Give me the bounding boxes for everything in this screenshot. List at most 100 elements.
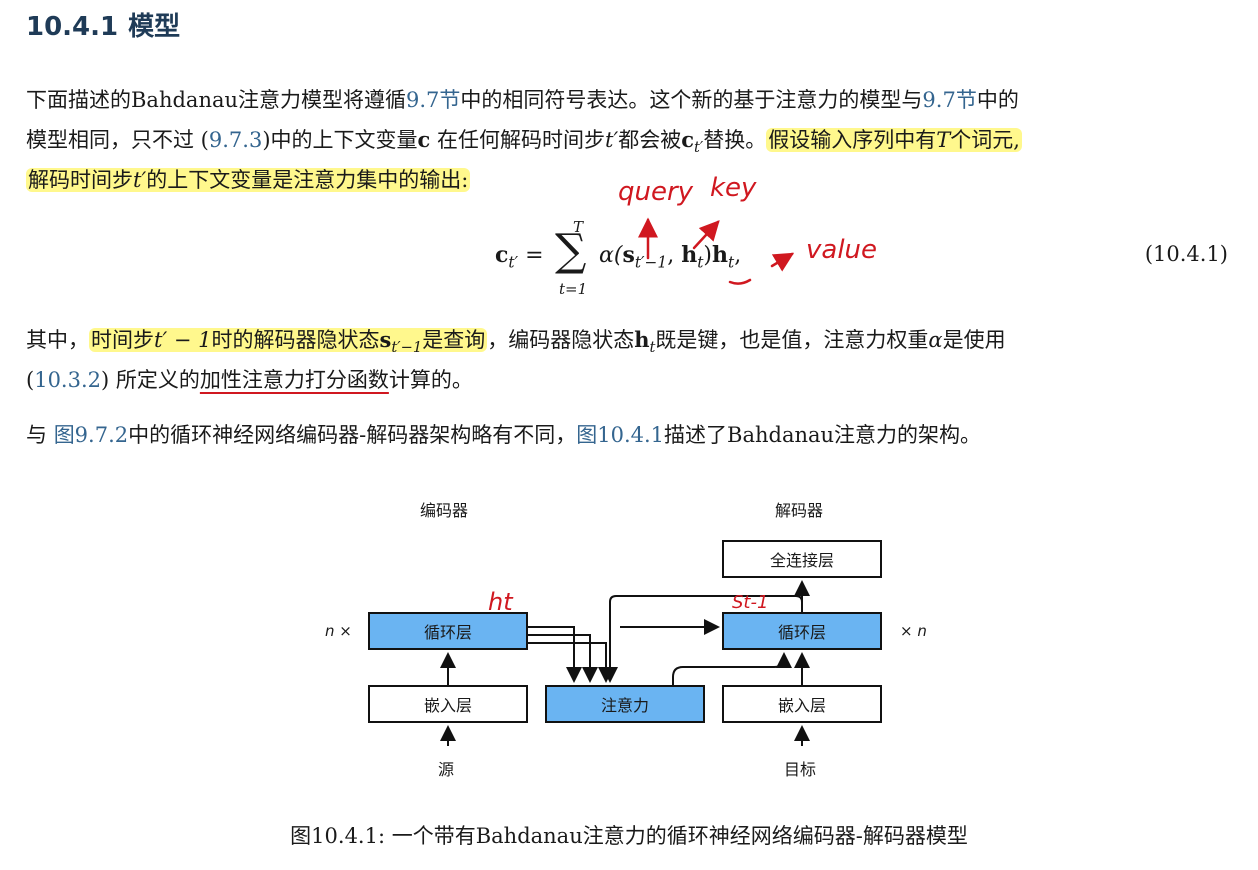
link-eq-9-7-3[interactable]: 9.7.3 xyxy=(208,128,263,152)
equation-lhs: ct′ = xyxy=(495,242,544,271)
text: 替换。 xyxy=(703,128,767,152)
eq-trail: , xyxy=(734,243,742,268)
eq-sum-upper: T xyxy=(573,218,584,236)
text: 在任何解码时间步 xyxy=(430,128,605,152)
arrow-enc-to-attn-2 xyxy=(528,634,598,683)
equation-10-4-1: ct′ = T ∑ t=1 α(st′−1, ht)ht, xyxy=(495,218,795,298)
paragraph-3: 与 图9.7.2中的循环神经网络编码器-解码器架构略有不同，图10.4.1描述了… xyxy=(26,415,1232,455)
eq-s-sub: t′−1 xyxy=(634,253,668,272)
eq-h2: h xyxy=(712,242,728,268)
arrow-enc-to-attn-3 xyxy=(528,642,614,683)
section-title-text: 模型 xyxy=(128,12,181,42)
target-label: 目标 xyxy=(784,760,817,779)
decoder-embedding-box: 嵌入层 xyxy=(722,685,882,723)
text: 时间步 xyxy=(91,328,154,352)
eq-close: ) xyxy=(703,243,712,268)
text: ，编码器隐状态 xyxy=(487,328,635,352)
equation-number: (10.4.1) xyxy=(1144,242,1228,266)
annotation-arrow-key xyxy=(692,220,720,250)
text: 中的 xyxy=(976,88,1019,112)
annotation-value: value xyxy=(806,235,877,265)
attention-box: 注意力 xyxy=(545,685,705,723)
arrow-enc-to-attn-1 xyxy=(528,626,582,683)
link-fig-9-7-2[interactable]: 图9.7.2 xyxy=(53,423,129,447)
figure-caption: 图10.4.1: 一个带有Bahdanau注意力的循环神经网络编码器-解码器模型 xyxy=(290,824,968,848)
n-times-right: × n xyxy=(900,622,927,640)
decoder-rnn-box: 循环层 xyxy=(722,612,882,650)
var-t-minus-1: t′ − 1 xyxy=(154,328,212,352)
text: 中的相同符号表达。这个新的基于注意力的模型与 xyxy=(460,88,923,112)
text: ( xyxy=(26,368,35,392)
link-fig-10-4-1[interactable]: 图10.4.1 xyxy=(576,423,665,447)
text: 下面描述的Bahdanau注意力模型将遵循 xyxy=(26,88,407,112)
eq-equals: = xyxy=(525,243,544,268)
equation-rhs: α(st′−1, ht)ht, xyxy=(599,242,741,271)
text: )中的上下文变量 xyxy=(262,128,418,152)
eq-c-sub: t′ xyxy=(508,253,519,272)
annotation-arrow-value xyxy=(770,252,795,272)
var-T: T xyxy=(936,128,951,152)
text: 与 xyxy=(26,423,54,447)
text: 中的循环神经网络编码器-解码器架构略有不同， xyxy=(128,423,577,447)
paragraph-1-line-3: 解码时间步t′的上下文变量是注意力集中的输出: xyxy=(26,160,1232,200)
eq-sum-symbol: ∑ xyxy=(555,225,587,276)
text: 既是键，也是值，注意力权重 xyxy=(655,328,929,352)
text: 的上下文变量是注意力集中的输出: xyxy=(146,168,469,192)
paragraph-2-line-2: (10.3.2) 所定义的加性注意力打分函数计算的。 xyxy=(26,360,1232,400)
arrow-dec-state-to-attn xyxy=(602,595,803,683)
eq-c: c xyxy=(495,242,509,268)
annotation-query: query xyxy=(618,177,694,207)
link-section-9-7-a[interactable]: 9.7节 xyxy=(406,88,461,112)
fc-layer-box: 全连接层 xyxy=(722,540,882,578)
var-s-sub: t′−1 xyxy=(391,339,423,357)
text: ) 所定义的 xyxy=(101,368,200,392)
encoder-label: 编码器 xyxy=(420,501,469,520)
arrow-attn-to-dec xyxy=(672,652,792,685)
text: 其中， xyxy=(26,328,89,352)
section-number: 10.4.1 xyxy=(26,12,119,42)
link-eq-10-3-2[interactable]: 10.3.2 xyxy=(34,368,101,392)
annotation-st1: St-1 xyxy=(732,592,768,613)
encoder-rnn-box: 循环层 xyxy=(368,612,528,650)
var-h-sub: t xyxy=(649,339,656,357)
highlight-query: 时间步t′ − 1时的解码器隐状态st′−1是查询 xyxy=(89,327,488,356)
highlight-context: 解码时间步t′的上下文变量是注意力集中的输出: xyxy=(26,168,471,192)
eq-sum-lower: t=1 xyxy=(559,280,588,298)
n-times-left: n × xyxy=(325,622,352,640)
var-tprime: t′ xyxy=(605,128,619,152)
text: 时的解码器隐状态 xyxy=(211,328,380,352)
underlined-additive-attention: 加性注意力打分函数 xyxy=(199,368,389,392)
eq-alpha: α( xyxy=(599,243,623,268)
text: 解码时间步 xyxy=(28,168,133,192)
eq-s: s xyxy=(622,242,635,268)
var-c-sub: t′ xyxy=(694,139,704,157)
decoder-label: 解码器 xyxy=(775,501,824,520)
source-label: 源 xyxy=(438,760,455,779)
text: 模型相同，只不过 ( xyxy=(26,128,209,152)
eq-h2-sub: t xyxy=(728,253,735,272)
var-h: h xyxy=(634,327,650,352)
text: 假设输入序列中有 xyxy=(768,128,937,152)
annotation-underline-h xyxy=(728,278,752,285)
eq-comma: , xyxy=(667,243,682,268)
text: 是使用 xyxy=(942,328,1006,352)
text: 描述了Bahdanau注意力的架构。 xyxy=(664,423,982,447)
encoder-embedding-box: 嵌入层 xyxy=(368,685,528,723)
text: 计算的。 xyxy=(388,368,473,392)
annotation-key: key xyxy=(710,173,757,203)
var-alpha: α xyxy=(928,328,943,352)
var-c: c xyxy=(417,127,431,152)
var-c-2: c xyxy=(681,127,695,152)
eq-h-sub: t xyxy=(697,253,704,272)
paragraph-1-line-2: 模型相同，只不过 (9.7.3)中的上下文变量c 在任何解码时间步t′都会被ct… xyxy=(26,120,1232,168)
text: 个词元, xyxy=(950,128,1020,152)
annotation-ht: ht xyxy=(488,588,514,616)
paragraph-2-line-1: 其中，时间步t′ − 1时的解码器隐状态st′−1是查询，编码器隐状态ht既是键… xyxy=(26,320,1232,368)
var-s: s xyxy=(379,327,392,352)
text: 都会被 xyxy=(618,128,682,152)
text: 是查询 xyxy=(422,328,486,352)
link-section-9-7-b[interactable]: 9.7节 xyxy=(922,88,977,112)
highlight-assumption: 假设输入序列中有T个词元, xyxy=(766,128,1022,152)
